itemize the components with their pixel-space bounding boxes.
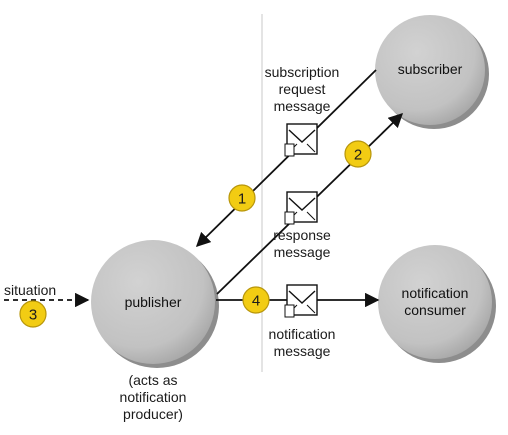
svg-text:3: 3 bbox=[29, 307, 37, 324]
notification-line2: message bbox=[273, 343, 331, 359]
publisher-note: (acts as notification producer) bbox=[103, 372, 203, 423]
subscription-request-line2: request bbox=[278, 81, 326, 97]
subscriber-label: subscriber bbox=[397, 61, 463, 77]
situation-label: situation bbox=[4, 282, 57, 298]
consumer-label: notification consumer bbox=[385, 285, 485, 319]
response-label: response message bbox=[252, 227, 352, 261]
subscription-request-line3: message bbox=[273, 98, 331, 114]
envelope-icon-request bbox=[284, 123, 318, 157]
publisher-label: publisher bbox=[124, 294, 182, 310]
envelope-icon-notification bbox=[284, 284, 318, 318]
consumer-label-line1: notification bbox=[401, 285, 469, 301]
consumer-label-line2: consumer bbox=[404, 302, 466, 318]
publisher-node bbox=[91, 240, 215, 364]
subscription-request-arrow bbox=[195, 69, 377, 248]
svg-text:1: 1 bbox=[238, 191, 246, 208]
response-line1: response bbox=[273, 227, 331, 243]
envelope-icon-response bbox=[284, 191, 318, 225]
subscription-request-label: subscription request message bbox=[252, 64, 352, 115]
consumer-node bbox=[378, 245, 492, 359]
notification-label: notification message bbox=[252, 326, 352, 360]
response-line2: message bbox=[273, 244, 331, 260]
svg-text:4: 4 bbox=[252, 293, 260, 310]
subscriber-node bbox=[375, 15, 485, 125]
publisher-note-line2: notification bbox=[119, 389, 187, 405]
step-badge-4: 4 bbox=[242, 286, 270, 314]
notification-line1: notification bbox=[268, 326, 336, 342]
publisher-note-line1: (acts as bbox=[128, 372, 178, 388]
step-badge-3: 3 bbox=[19, 300, 47, 328]
publisher-note-line3: producer) bbox=[123, 406, 183, 422]
step-badge-1: 1 bbox=[228, 184, 256, 212]
step-badge-2: 2 bbox=[344, 140, 372, 168]
svg-text:2: 2 bbox=[354, 147, 362, 164]
subscription-request-line1: subscription bbox=[264, 64, 340, 80]
